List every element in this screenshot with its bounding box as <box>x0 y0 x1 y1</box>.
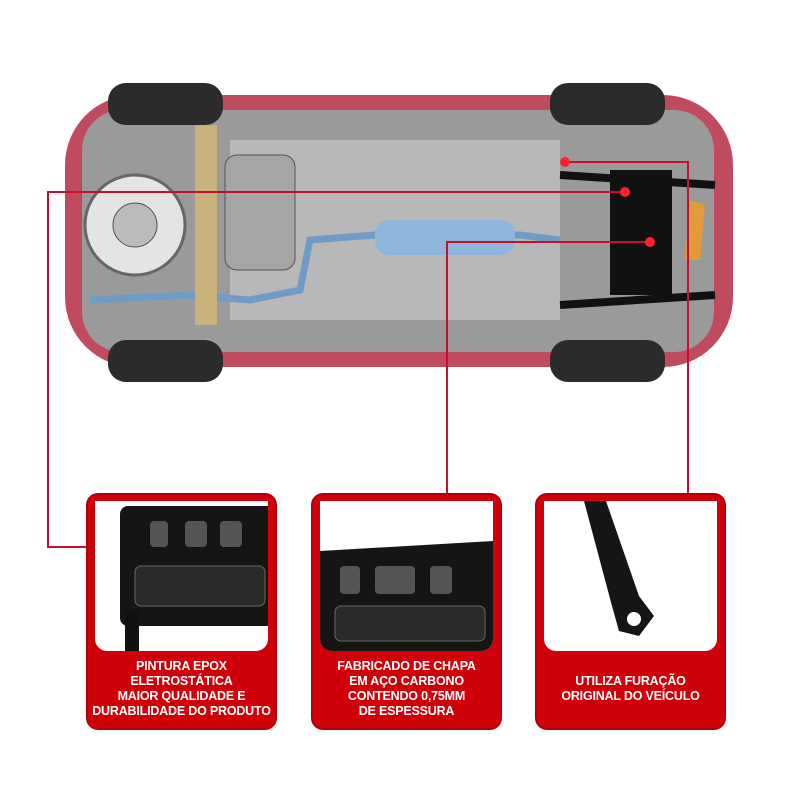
callout-line-1 <box>47 191 625 548</box>
muffler <box>375 220 515 255</box>
guard-brackets <box>559 171 716 309</box>
wheel-rear-right <box>108 340 223 382</box>
rear-axle <box>195 125 217 325</box>
callout-caption: UTILIZA FURAÇÃO ORIGINAL DO VEÍCULO <box>561 673 700 703</box>
fuel-tank <box>224 154 296 271</box>
detail-photo-panel <box>95 501 268 651</box>
callout-dot-3 <box>560 157 570 167</box>
callout-caption: PINTURA EPOX ELETROSTÁTICA MAIOR QUALIDA… <box>92 658 271 718</box>
callout-card-epox-paint: PINTURA EPOX ELETROSTÁTICA MAIOR QUALIDA… <box>88 495 275 728</box>
detail-photo-bracket <box>544 501 717 651</box>
callout-line-2 <box>446 241 650 495</box>
wheel-rear-left <box>108 83 223 125</box>
spare-wheel-hub <box>112 202 158 248</box>
engine-part <box>685 200 705 260</box>
wheel-front-left <box>550 83 665 125</box>
wheel-front-right <box>550 340 665 382</box>
callout-card-carbon-steel: FABRICADO DE CHAPA EM AÇO CARBONO CONTEN… <box>313 495 500 728</box>
callout-card-original-holes: UTILIZA FURAÇÃO ORIGINAL DO VEÍCULO <box>537 495 724 728</box>
callout-line-3 <box>565 161 689 495</box>
engine-guard-product <box>610 170 672 295</box>
callout-caption: FABRICADO DE CHAPA EM AÇO CARBONO CONTEN… <box>337 658 476 718</box>
callout-dot-2 <box>645 237 655 247</box>
callout-lines <box>47 161 689 548</box>
detail-photo-steel <box>320 501 493 651</box>
callout-dot-1 <box>620 187 630 197</box>
